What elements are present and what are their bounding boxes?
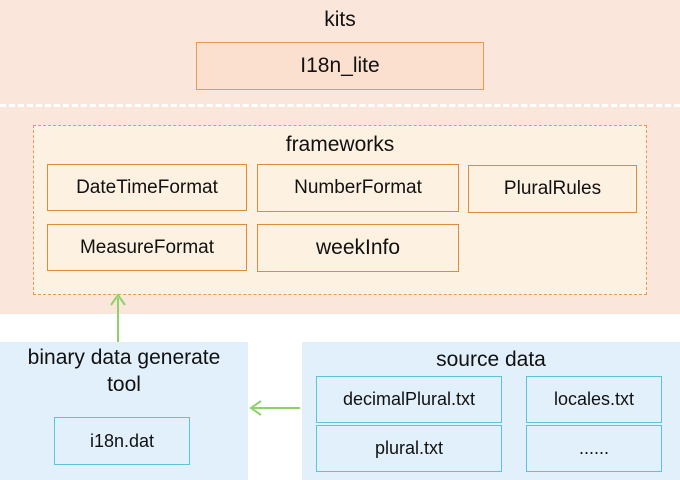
decimalplural-file: decimalPlural.txt	[316, 376, 502, 423]
locales-file: locales.txt	[526, 376, 662, 423]
pluralrules-module: PluralRules	[468, 165, 637, 213]
frameworks-title: frameworks	[285, 133, 395, 156]
tool-to-frameworks-arrowhead	[110, 293, 126, 306]
plural-file: plural.txt	[316, 425, 502, 472]
kits-title: kits	[324, 8, 356, 31]
layer-divider	[0, 104, 680, 107]
binary-tool-title-line1: binary data generate	[27, 346, 221, 369]
source-data-title: source data	[436, 348, 546, 371]
datetimeformat-module: DateTimeFormat	[47, 164, 247, 211]
numberformat-module: NumberFormat	[257, 164, 459, 212]
i18n-lite-module: I18n_lite	[196, 42, 484, 90]
more-files-ellipsis: ......	[526, 425, 662, 472]
measureformat-module: MeasureFormat	[47, 224, 247, 271]
source-to-tool-arrowhead	[249, 400, 262, 416]
i18n-dat-file: i18n.dat	[54, 417, 190, 465]
weekinfo-module: weekInfo	[257, 224, 459, 272]
binary-tool-title-line2: tool	[107, 373, 141, 396]
